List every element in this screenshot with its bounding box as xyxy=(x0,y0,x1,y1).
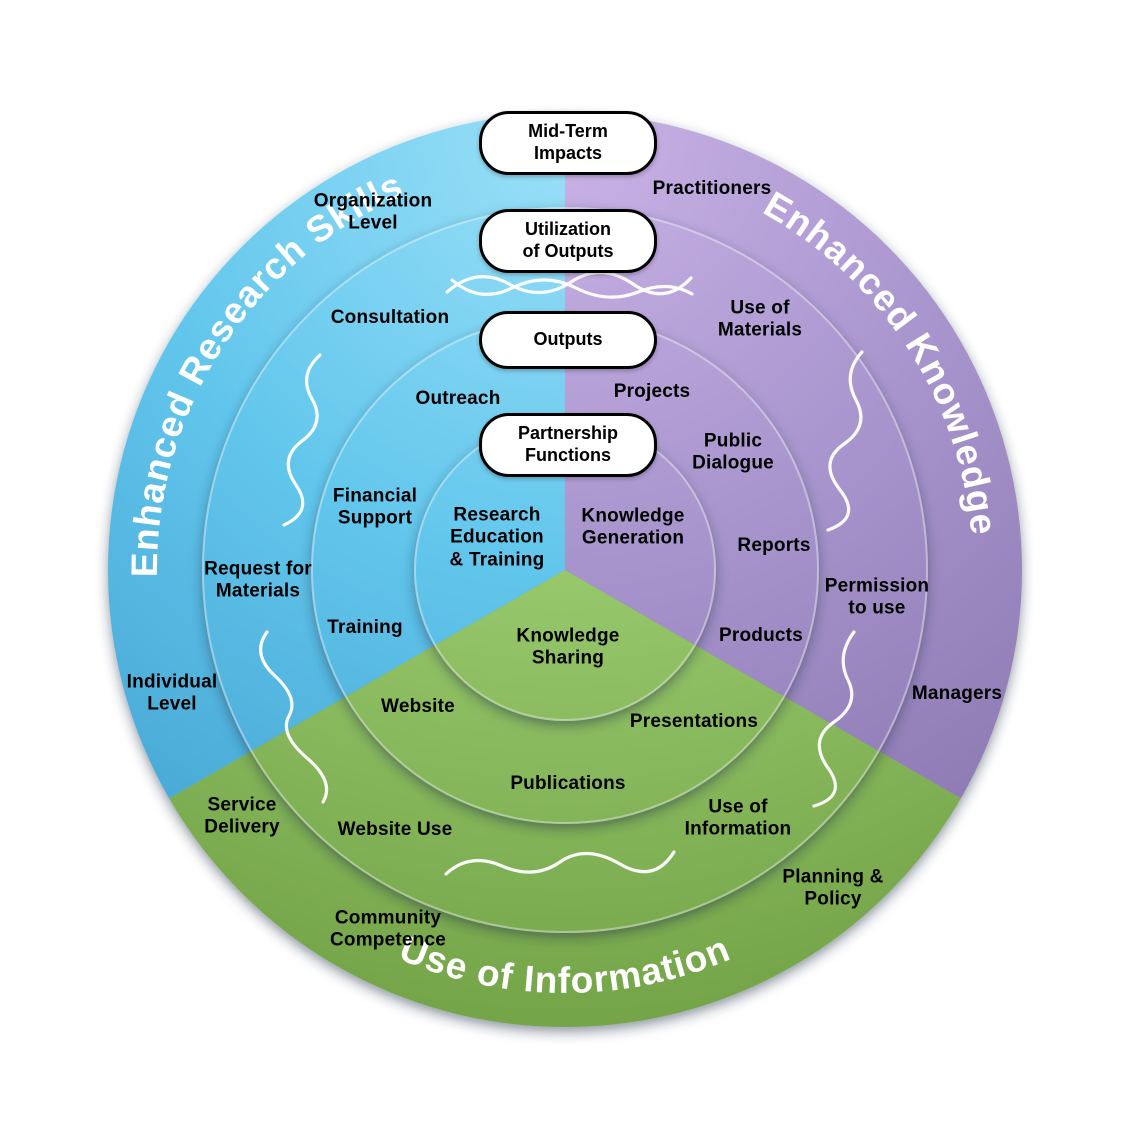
label-planning-policy: Planning & Policy xyxy=(782,866,884,910)
squiggle-lines xyxy=(259,270,864,876)
label-community-competence: Community Competence xyxy=(329,907,447,951)
squiggle-purple-lower xyxy=(812,630,856,808)
center-green-wedge xyxy=(435,570,695,720)
callout-mid-term-impacts: Mid-Term Impacts xyxy=(479,111,657,175)
callout-utilization-of-outputs: Utilization of Outputs xyxy=(479,209,657,273)
ring-level-1-center xyxy=(414,419,716,721)
label-reports: Reports xyxy=(737,534,811,556)
label-use-of-information: Use of Information xyxy=(684,796,792,840)
label-organization-level: Organization Level xyxy=(313,190,433,234)
squiggle-top-wave-2 xyxy=(450,278,694,299)
label-publications: Publications xyxy=(510,772,626,794)
label-projects: Projects xyxy=(613,380,691,402)
label-service-delivery: Service Delivery xyxy=(204,794,280,838)
label-knowledge-generation: Knowledge Generation xyxy=(581,505,685,549)
label-use-of-materials: Use of Materials xyxy=(717,297,803,341)
squiggle-blue-upper xyxy=(282,353,322,527)
squiggle-top-wave-1 xyxy=(445,270,693,296)
label-financial-support: Financial Support xyxy=(332,485,418,529)
squiggle-green-bottom xyxy=(444,850,676,876)
label-presentations: Presentations xyxy=(629,710,759,732)
ring3-rim-highlight xyxy=(202,207,928,933)
callout-outputs: Outputs xyxy=(479,311,657,369)
label-outreach: Outreach xyxy=(415,387,501,409)
label-request-for-materials: Request for Materials xyxy=(204,558,312,602)
label-permission-to-use: Permission to use xyxy=(824,575,930,619)
label-knowledge-sharing: Knowledge Sharing xyxy=(516,625,620,669)
label-consultation: Consultation xyxy=(330,306,450,328)
label-managers: Managers xyxy=(911,682,1003,704)
squiggle-blue-lower xyxy=(259,630,329,804)
label-research-education-training: Research Education & Training xyxy=(449,504,545,571)
callout-partnership-functions: Partnership Functions xyxy=(479,413,657,477)
label-public-dialogue: Public Dialogue xyxy=(692,430,774,474)
label-practitioners: Practitioners xyxy=(652,177,772,199)
label-products: Products xyxy=(719,624,803,646)
squiggle-purple-upper xyxy=(826,350,864,532)
label-individual-level: Individual Level xyxy=(126,671,218,715)
label-website-use: Website Use xyxy=(337,818,453,840)
label-training: Training xyxy=(327,616,403,638)
label-website: Website xyxy=(381,695,455,717)
